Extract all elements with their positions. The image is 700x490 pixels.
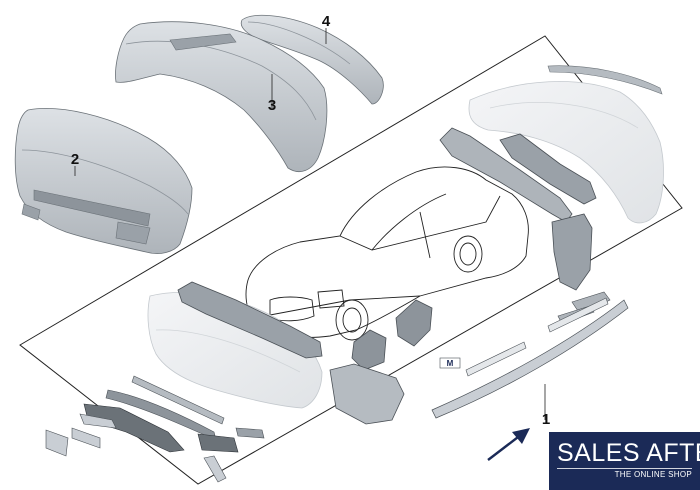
car-outline	[245, 166, 529, 341]
callout-2: 2	[71, 151, 79, 168]
callout-1: 1	[542, 411, 550, 428]
trunk-spoiler-part	[547, 65, 663, 95]
rear-bumper-part	[115, 21, 328, 172]
logo-divider	[557, 468, 692, 469]
callout-4: 4	[322, 13, 331, 30]
callout-3: 3	[268, 97, 276, 114]
logo-main-text: SALES AFTER	[557, 439, 700, 467]
direction-arrow-icon	[487, 428, 530, 461]
front-bumper-part	[14, 108, 193, 254]
lower-trim-parts	[45, 375, 265, 483]
callout-leaders	[74, 28, 546, 420]
ghost-rear-bumper	[468, 81, 664, 224]
m-badge-part: M	[439, 357, 461, 369]
logo-sub-text: THE ONLINE SHOP	[614, 470, 692, 479]
sales-after-logo: SALES AFTER THE ONLINE SHOP	[549, 432, 700, 490]
m-badge-text: M	[447, 359, 454, 368]
rear-carrier-parts	[439, 127, 611, 325]
front-carrier-part	[177, 281, 323, 359]
side-skirt-part	[431, 297, 629, 419]
front-bracket-parts	[329, 299, 433, 425]
